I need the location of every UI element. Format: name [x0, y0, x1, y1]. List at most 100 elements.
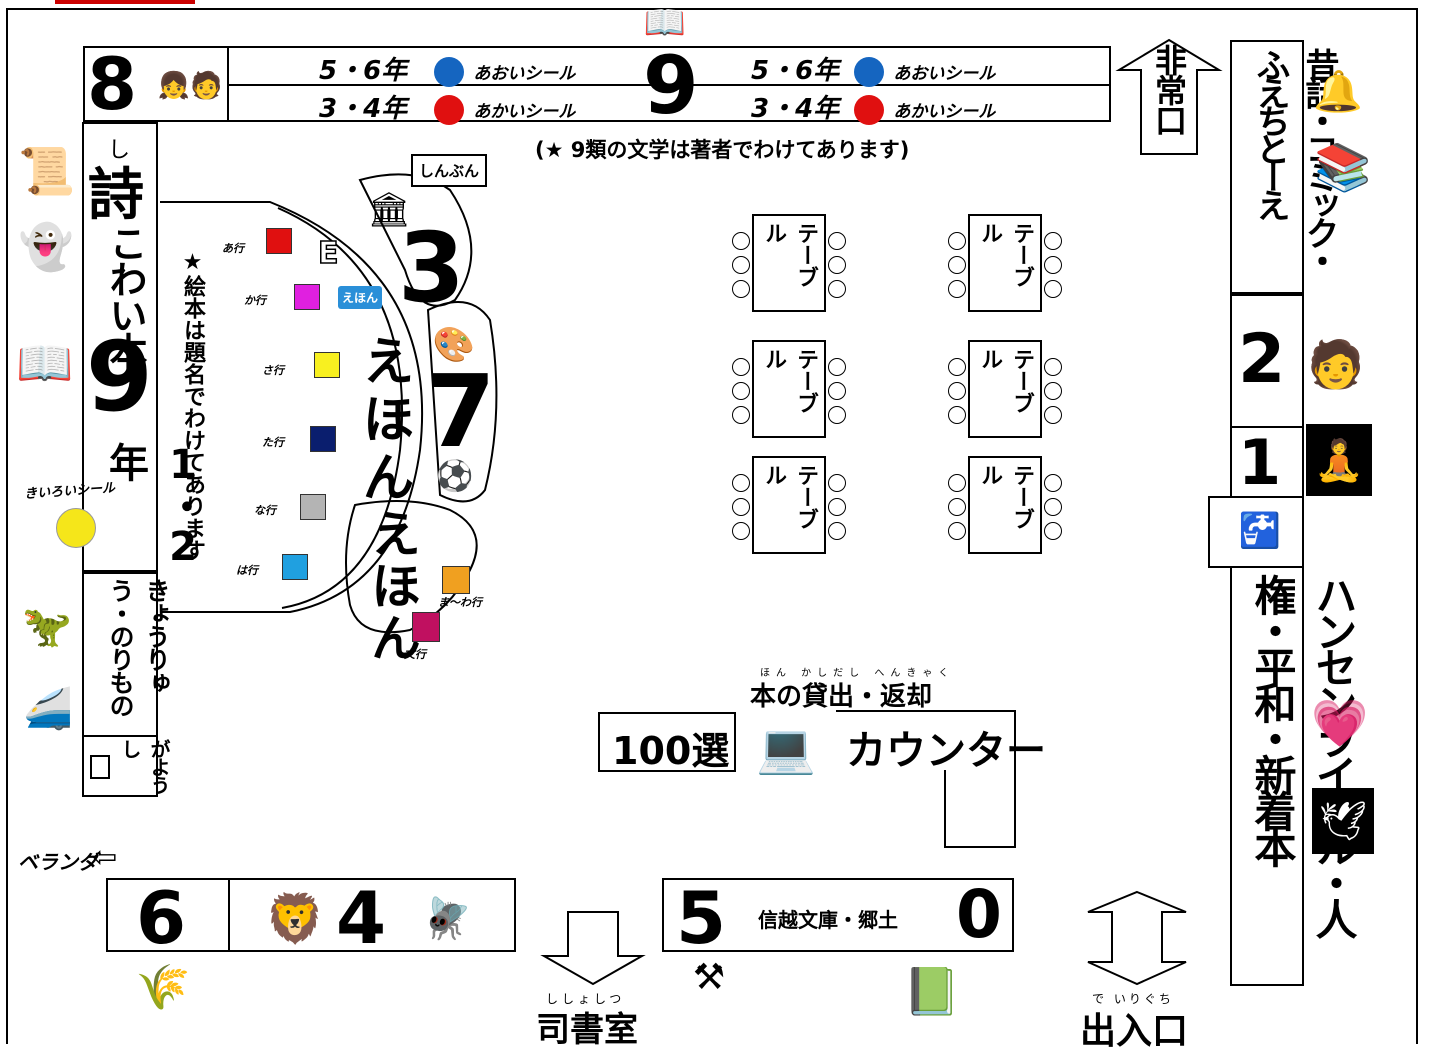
e-label: E — [317, 235, 339, 272]
chair — [732, 406, 750, 424]
reading-table: テーブル — [968, 340, 1042, 438]
manga-label: 昔話・コミック・ふえちとーえ — [1250, 48, 1339, 272]
librarian-room-ruby: ししょしつ — [546, 992, 626, 1006]
shelf-0-number: 0 — [956, 876, 1002, 953]
color-square-ka — [294, 284, 320, 310]
shelf-4-number: 4 — [336, 876, 387, 960]
sticker-label: あおいシール — [473, 64, 576, 84]
chair — [732, 474, 750, 492]
entrance-ruby: で いりぐち — [1092, 992, 1174, 1006]
counter-main — [836, 710, 1016, 772]
librarian-room-arrow-icon — [540, 911, 646, 986]
chair — [948, 256, 966, 274]
newspaper-label: しんぶん — [411, 154, 488, 187]
chair — [828, 382, 846, 400]
color-square-sa — [314, 352, 340, 378]
lion-icon: 🦁 — [265, 890, 325, 947]
buddha-icon: 🧘 — [1306, 424, 1372, 496]
row-label-last: 文行 — [404, 648, 426, 661]
row-divider — [229, 84, 1109, 86]
shelf-9-top: 5・6年 あおいシール 3・4年 あかいシール 9 5・6年 あおいシール 3・… — [227, 46, 1111, 126]
literature-note: (★ 9類の文学は著者でわけてあります) — [535, 138, 910, 162]
blue-sticker-dot — [854, 56, 885, 87]
grade-label: 3・4年 — [751, 94, 840, 124]
color-square-last — [412, 612, 440, 642]
dinosaur-vehicle-shelf: きょうりゅう・のりもの — [82, 572, 171, 740]
heart-hands-icon: 💗 — [1311, 695, 1369, 750]
table-label: テーブル — [761, 464, 818, 530]
shelf-2-number: 2 — [1238, 320, 1286, 399]
ghost-icon: 👻 — [18, 222, 74, 273]
chair — [1044, 406, 1062, 424]
dinosaur-icon: 🦖 — [22, 603, 72, 650]
dinosaur-vehicle-label: きょうりゅう・のりもの — [106, 578, 171, 716]
chair — [828, 474, 846, 492]
computer-icon: 💻 — [756, 720, 816, 777]
sticker-label: あかいシール — [893, 102, 996, 122]
chair — [1044, 498, 1062, 516]
grade-label: 5・6年 — [319, 56, 408, 86]
chair — [1044, 280, 1062, 298]
shelf-9-number: 9 — [643, 39, 699, 132]
chair — [732, 256, 750, 274]
lending-ruby: ほん かしだし へんきゃく — [760, 668, 955, 679]
sink: 🚰 — [1208, 496, 1304, 568]
people-flag-icon: 👧🧑 — [157, 71, 223, 101]
chair — [828, 256, 846, 274]
open-book-icon: 📖 — [16, 335, 74, 390]
parliament-building-icon: 🏛 — [367, 190, 411, 230]
chair — [1044, 256, 1062, 274]
map-frame — [6, 8, 1418, 1044]
table-label: テーブル — [761, 348, 818, 414]
chair — [948, 280, 966, 298]
shelf-2: 2 — [1230, 294, 1304, 428]
chair — [732, 232, 750, 250]
librarian-room-label: 司書室 — [536, 1010, 638, 1050]
shinetsu-label: 信越文庫・郷土 — [758, 908, 898, 932]
reading-table: テーブル — [752, 456, 826, 554]
picture-area-shelf: がようし — [82, 735, 171, 797]
shelf-divider — [228, 880, 230, 950]
reading-table: テーブル — [968, 456, 1042, 554]
tools-icon: ⚒ — [692, 956, 726, 998]
dove-icon: 🕊 — [1312, 788, 1374, 854]
book-icon: 📖 — [643, 2, 687, 43]
entrance-arrow-icon — [1087, 890, 1187, 986]
chair — [732, 280, 750, 298]
ehon-label: えほん — [353, 334, 413, 508]
left-row-2: 3・4年 あかいシール — [319, 88, 639, 125]
lending-label: 本の貸出・返却 — [750, 682, 933, 712]
table-label: テーブル — [977, 464, 1034, 530]
red-sticker-dot — [854, 94, 885, 125]
reading-table: テーブル — [968, 214, 1042, 312]
chair — [828, 406, 846, 424]
red-sticker-dot — [434, 94, 465, 125]
book-icon: 📚 — [1314, 139, 1372, 194]
shelf-8: 8 👧🧑 — [83, 46, 229, 122]
counter-extension — [944, 770, 1016, 848]
reading-table: テーブル — [752, 340, 826, 438]
right-row-2: 3・4年 あかいシール — [751, 88, 1091, 125]
chair — [948, 358, 966, 376]
chair — [948, 498, 966, 516]
row-label-ha: は行 — [236, 564, 258, 577]
hundred-selection-label: 100選 — [612, 729, 730, 773]
chair — [732, 498, 750, 516]
rice-field-icon: 🌾 — [135, 962, 191, 1013]
yellow-sticker-dot — [56, 508, 96, 548]
chair — [1044, 358, 1062, 376]
human-rights-label: ハンセンライバル・人権・平和・新着本 — [1248, 574, 1358, 934]
chair — [828, 358, 846, 376]
samurai-icon: 🧑 — [1307, 336, 1365, 391]
table-label: テーブル — [977, 348, 1034, 414]
chair — [948, 522, 966, 540]
grade-label: 5・6年 — [751, 56, 840, 86]
row-label-sa: さ行 — [262, 364, 284, 377]
ehon-badge: えほん — [338, 286, 383, 309]
sticker-label: あおいシール — [893, 64, 996, 84]
emergency-exit-label: 非常口 — [1150, 44, 1188, 134]
row-label-ka: か行 — [244, 294, 266, 307]
row-label-na: な行 — [254, 504, 276, 517]
veranda-label: ベランダ — [18, 850, 98, 874]
palette-icon: 🎨 — [432, 325, 476, 365]
